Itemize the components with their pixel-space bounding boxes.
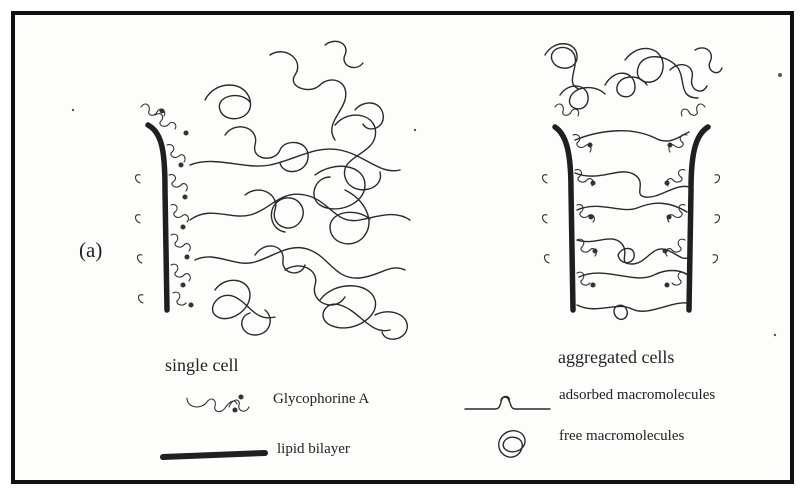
- legend-free-label: free macromolecules: [559, 428, 684, 445]
- legend-free-icon: [499, 431, 525, 457]
- aggregated-free-macromolecules: [545, 44, 722, 109]
- scan-specks: [72, 73, 782, 336]
- panel-label: (a): [79, 238, 102, 263]
- legend-adsorbed-icon: [465, 397, 550, 410]
- aggregated-cells-diagram: [543, 44, 723, 320]
- figure-frame: (a) single cell aggregated cells Glycoph…: [11, 11, 794, 484]
- diagram-canvas: [15, 15, 790, 480]
- aggregated-cells-caption: aggregated cells: [558, 347, 674, 368]
- single-cell-bilayer: [148, 125, 167, 310]
- aggregated-left-bilayer: [555, 127, 573, 310]
- single-cell-free-macromolecules: [190, 41, 410, 339]
- legend-glycophorine-icon: [187, 395, 249, 412]
- legend-glycophorine-label: Glycophorine A: [273, 391, 369, 408]
- legend-adsorbed-label: adsorbed macromolecules: [559, 387, 715, 404]
- aggregated-right-bilayer: [689, 127, 708, 310]
- legend-lipid-bilayer-label: lipid bilayer: [277, 441, 350, 458]
- aggregated-bridging-chains: [575, 131, 689, 320]
- single-cell-caption: single cell: [165, 355, 238, 376]
- legend-lipid-bilayer-icon: [163, 453, 265, 457]
- single-cell-diagram: [136, 41, 411, 339]
